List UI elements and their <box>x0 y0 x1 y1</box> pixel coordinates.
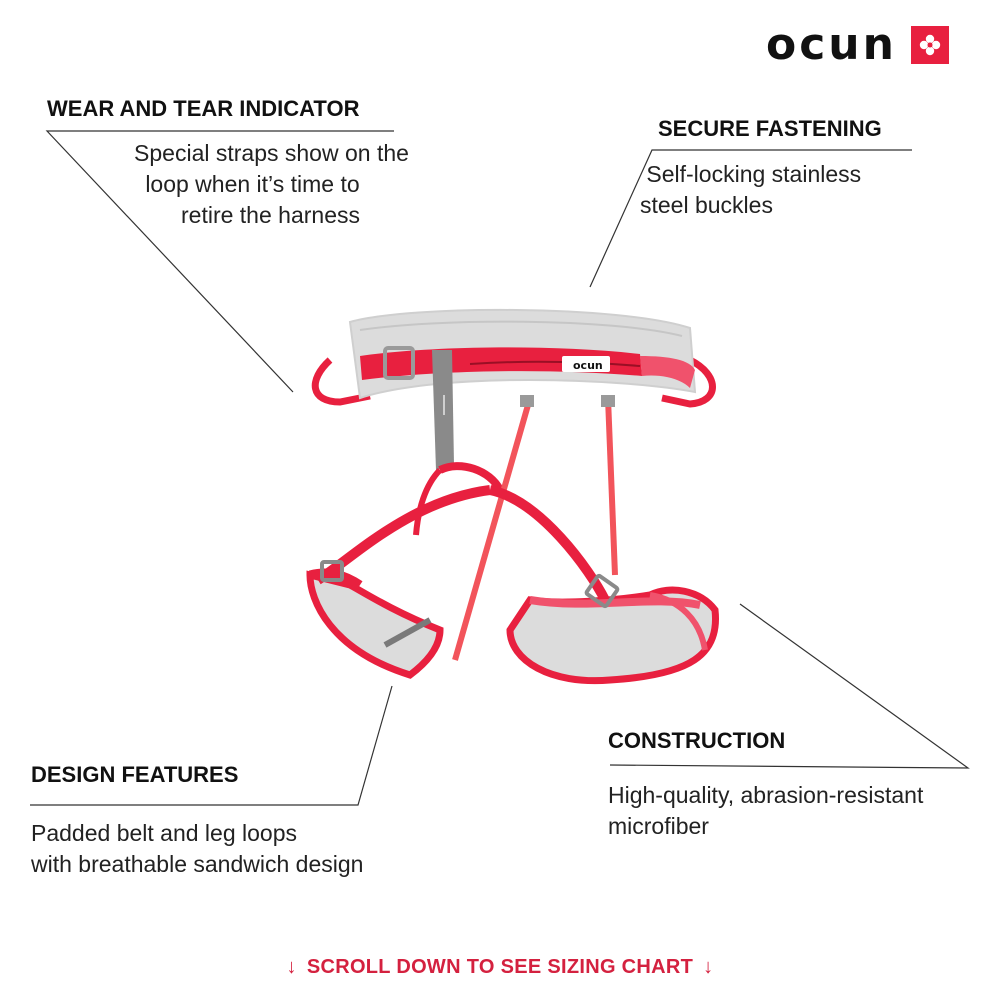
brand-logo: OCUN <box>766 22 949 68</box>
wear-indicator-title: WEAR AND TEAR INDICATOR <box>47 96 360 121</box>
secure-leader-line <box>589 149 912 288</box>
left-leg-loop <box>306 570 444 679</box>
design-leader-line <box>30 685 393 806</box>
construction-line-2: microfiber <box>608 813 709 839</box>
rear-elastic-strap <box>452 397 533 661</box>
left-gear-loop <box>311 357 371 406</box>
secure-line-1: Self-locking stainless <box>640 161 862 187</box>
wear-line-3: retire the harness <box>181 202 360 228</box>
flower-cross-icon <box>910 26 949 64</box>
construction-title: CONSTRUCTION <box>608 728 786 753</box>
design-features-text: Padded belt and leg loops with breathabl… <box>31 818 363 880</box>
secure-fastening-text: Self-locking stainless steel buckles <box>640 159 861 221</box>
harness-image: ocun <box>306 308 720 685</box>
construction-leader-line <box>609 603 970 769</box>
design-line-2: with breathable sandwich design <box>31 851 364 877</box>
belt-logo-label: ocun <box>573 359 603 372</box>
wear-leader-line <box>45 130 394 393</box>
design-features-title: DESIGN FEATURES <box>31 762 239 787</box>
wear-indicator-text: Special straps show on the loop when it’… <box>60 138 445 231</box>
construction-line-1: High-quality, abrasion-resistant <box>608 782 924 808</box>
wear-line-2: loop when it’s time to <box>145 171 360 197</box>
construction-text: High-quality, abrasion-resistant microfi… <box>608 780 923 842</box>
leg-buckle <box>584 573 620 609</box>
scroll-to-sizing-chart-link[interactable]: ↓ SCROLL DOWN TO SEE SIZING CHART ↓ <box>0 956 1000 979</box>
secure-line-2: steel buckles <box>640 192 773 218</box>
scroll-cta-label: SCROLL DOWN TO SEE SIZING CHART <box>306 956 694 978</box>
right-gear-loop <box>661 356 716 408</box>
wear-line-1: Special straps show on the <box>134 140 409 166</box>
arrow-down-icon: ↓ <box>703 956 714 978</box>
belt-buckle <box>383 346 415 380</box>
secure-fastening-title: SECURE FASTENING <box>658 116 882 141</box>
design-line-1: Padded belt and leg loops <box>31 820 297 846</box>
brand-name: OCUN <box>766 19 897 70</box>
arrow-down-icon: ↓ <box>286 956 297 978</box>
